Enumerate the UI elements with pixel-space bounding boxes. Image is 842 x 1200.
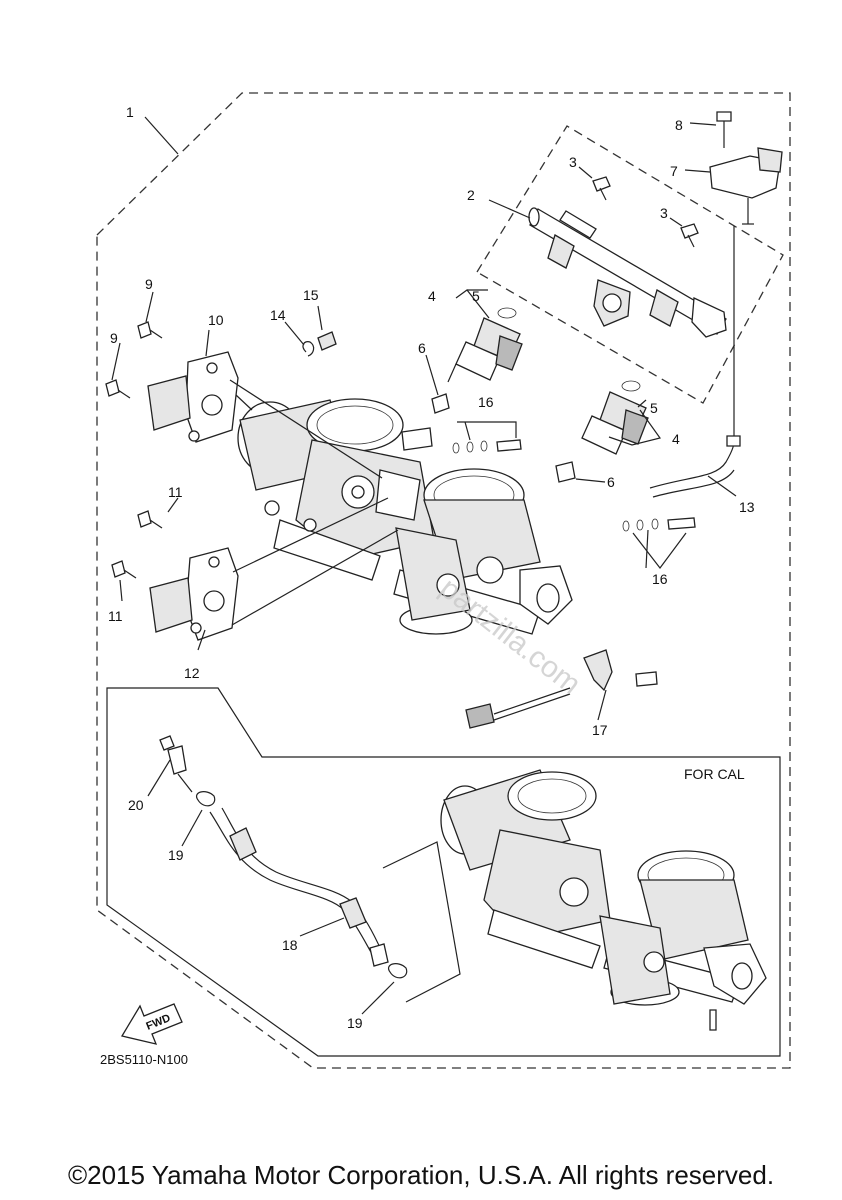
leader-lines [111,116,737,721]
fuel-rail-boundary [476,125,784,404]
callout-20: 20 [128,797,144,813]
callout-15: 15 [303,287,319,303]
cap-15 [317,331,337,351]
inset-label: FOR CAL [684,766,745,782]
callout-13: 13 [739,499,755,515]
inset-leader-shape [382,841,461,1003]
part-code: 2BS5110-N100 [100,1052,188,1067]
inset-fitting-20 [159,735,193,793]
callout-2: 2 [467,187,475,203]
callout-9-upper: 9 [145,276,153,292]
inset-boundary [106,687,781,1057]
rail-screw-lower [680,223,699,248]
sensor-screw-9-upper [137,321,163,339]
sensor-17 [465,649,658,729]
callout-11-lower: 11 [108,608,123,624]
fwd-arrow: FWD [120,1003,183,1045]
sensor-screw-11-upper [137,510,163,529]
screw-set-16-upper [452,439,522,454]
callout-16-upper: 16 [478,394,494,410]
callout-9-lower: 9 [110,330,118,346]
callout-3-lower: 3 [660,205,668,221]
callout-6-lower: 6 [607,474,615,490]
inset-hose-18 [209,807,389,967]
callout-6-upper: 6 [418,340,426,356]
copyright-notice: ©2015 Yamaha Motor Corporation, U.S.A. A… [67,1160,775,1190]
callout-18: 18 [282,937,298,953]
rail-screw-upper [592,176,611,201]
throttle-position-sensor-upper [147,351,239,443]
throttle-body [237,398,573,635]
inset-throttle-body [440,769,767,1031]
callout-17: 17 [592,722,608,738]
callout-14: 14 [270,307,286,323]
throttle-position-sensor-lower [149,547,239,641]
callout-7: 7 [670,163,678,179]
inset-clamp-19-lower [388,963,408,979]
callout-3-upper: 3 [569,154,577,170]
callout-5-lower: 5 [650,400,658,416]
callout-16-lower: 16 [652,571,668,587]
sensor-screw-9-lower [105,379,131,399]
callout-4-upper: 4 [428,288,436,304]
grommet-upper [431,393,450,414]
callout-numbers: 1 2 3 3 4 4 5 5 6 6 7 8 9 9 10 11 11 12 … [108,104,755,1031]
injector-upper [447,307,523,383]
sensor-screw-11-lower [111,560,137,579]
inset-clamp-19-upper [196,791,216,807]
pressure-sensor [709,147,783,225]
clip-14 [302,341,315,357]
callout-19-upper: 19 [168,847,184,863]
callout-5-upper: 5 [472,288,480,304]
sensor-bolt [716,111,732,148]
injector-lower [581,380,649,455]
grommet-lower [555,461,576,483]
callout-1: 1 [126,104,134,120]
callout-11-upper: 11 [168,484,183,500]
callout-4-lower: 4 [672,431,680,447]
screw-set-16-lower [622,517,696,532]
callout-12: 12 [184,665,200,681]
assembly-boundary [96,92,791,1069]
callout-8: 8 [675,117,683,133]
callout-19-lower: 19 [347,1015,363,1031]
fuel-rail [528,207,727,338]
callout-10: 10 [208,312,224,328]
